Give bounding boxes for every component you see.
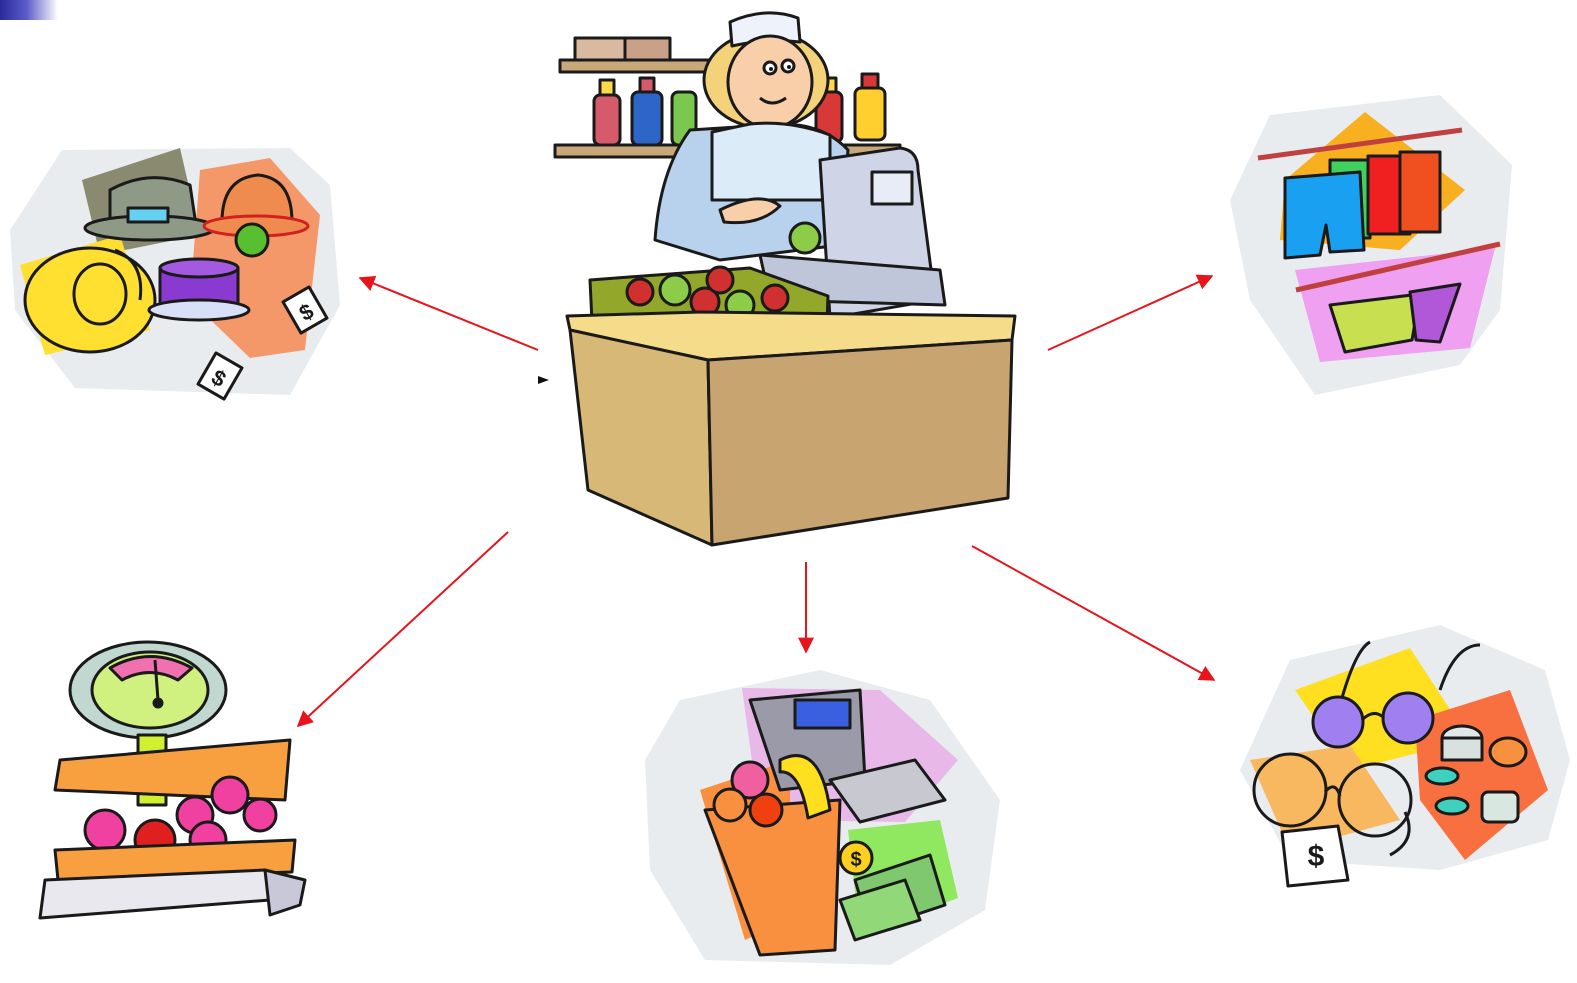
eyeglasses-shop-icon: $ xyxy=(1240,625,1570,886)
produce-scale-icon xyxy=(40,642,305,918)
small-pointer-icon xyxy=(538,376,549,384)
arrow-to-clothes xyxy=(1048,276,1212,350)
arrow-to-optics xyxy=(972,546,1214,680)
shopkeeper-at-counter-icon xyxy=(555,13,1015,545)
price-tag-text: $ xyxy=(1308,840,1325,873)
grocery-checkout-icon: $ xyxy=(645,670,1000,965)
coin-symbol: $ xyxy=(850,849,861,871)
arrow-to-produce xyxy=(298,532,508,726)
clothing-rack-icon xyxy=(1230,95,1512,395)
arrow-to-hats xyxy=(360,278,538,350)
price-tag: $ xyxy=(1282,826,1348,886)
hat-shop-icon: $ $ xyxy=(10,148,340,399)
